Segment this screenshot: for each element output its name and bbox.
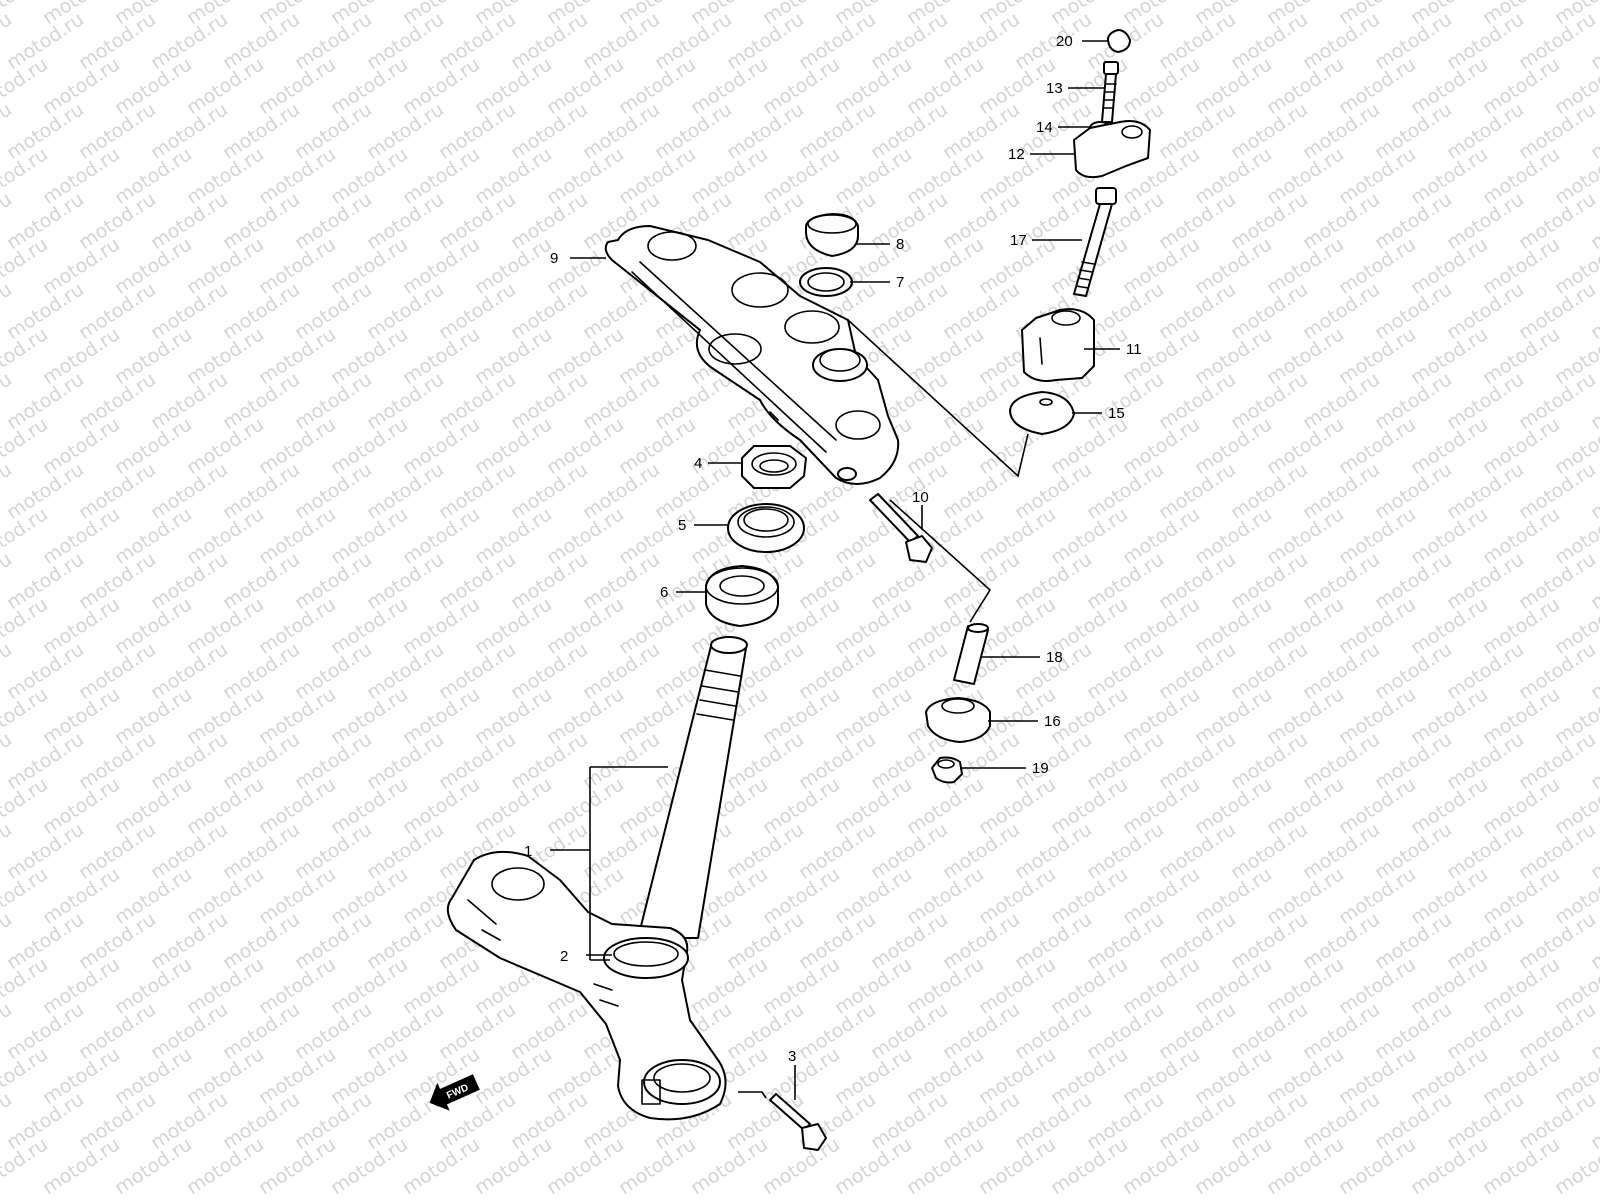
part-20-cap — [1107, 29, 1131, 53]
part-4-nut — [741, 445, 807, 489]
callout-17: 17 — [1010, 232, 1027, 249]
fwd-arrow-icon: FWD — [429, 1074, 480, 1111]
callout-labels: 1 2 3 4 5 6 7 8 9 10 11 12 13 14 15 16 1… — [524, 33, 1142, 1065]
part-17-long-bolt — [1073, 187, 1117, 297]
part-12-handlebar-upper-holder — [1073, 120, 1151, 179]
part-19-nut — [931, 756, 963, 784]
callout-6: 6 — [660, 584, 668, 601]
part-1-steering-stem — [446, 636, 748, 1121]
callout-19: 19 — [1032, 760, 1049, 777]
callout-10: 10 — [912, 489, 929, 506]
part-15-damper — [1009, 391, 1075, 435]
callout-3: 3 — [788, 1048, 796, 1065]
callout-11: 11 — [1126, 341, 1142, 358]
callout-9: 9 — [550, 250, 558, 267]
part-6-bearing — [705, 565, 779, 627]
part-5-seal — [727, 503, 805, 553]
part-8-cap — [805, 213, 859, 257]
callout-16: 16 — [1044, 713, 1061, 730]
callout-4: 4 — [694, 455, 702, 472]
leader-lines — [550, 40, 1120, 1100]
part-10-bolt — [869, 493, 933, 563]
part-3-bolt — [769, 1093, 827, 1151]
part-13-bolt — [1101, 61, 1119, 123]
callout-2: 2 — [560, 948, 568, 965]
callout-1: 1 — [524, 843, 532, 860]
callout-13: 13 — [1046, 80, 1063, 97]
part-9-upper-bracket — [604, 225, 900, 485]
callout-8: 8 — [896, 236, 904, 253]
callout-12: 12 — [1008, 146, 1025, 163]
callout-18: 18 — [1046, 649, 1063, 666]
callout-14: 14 — [1036, 119, 1053, 136]
callout-20: 20 — [1056, 33, 1073, 50]
callout-7: 7 — [896, 274, 904, 291]
callout-5: 5 — [678, 517, 686, 534]
part-7-washer — [799, 267, 853, 297]
callout-15: 15 — [1108, 405, 1125, 422]
part-11-handlebar-lower-holder — [1021, 308, 1095, 382]
part-16-damper — [925, 697, 991, 743]
assembly-guide-lines — [738, 319, 1029, 1099]
part-18-collar — [953, 623, 989, 685]
